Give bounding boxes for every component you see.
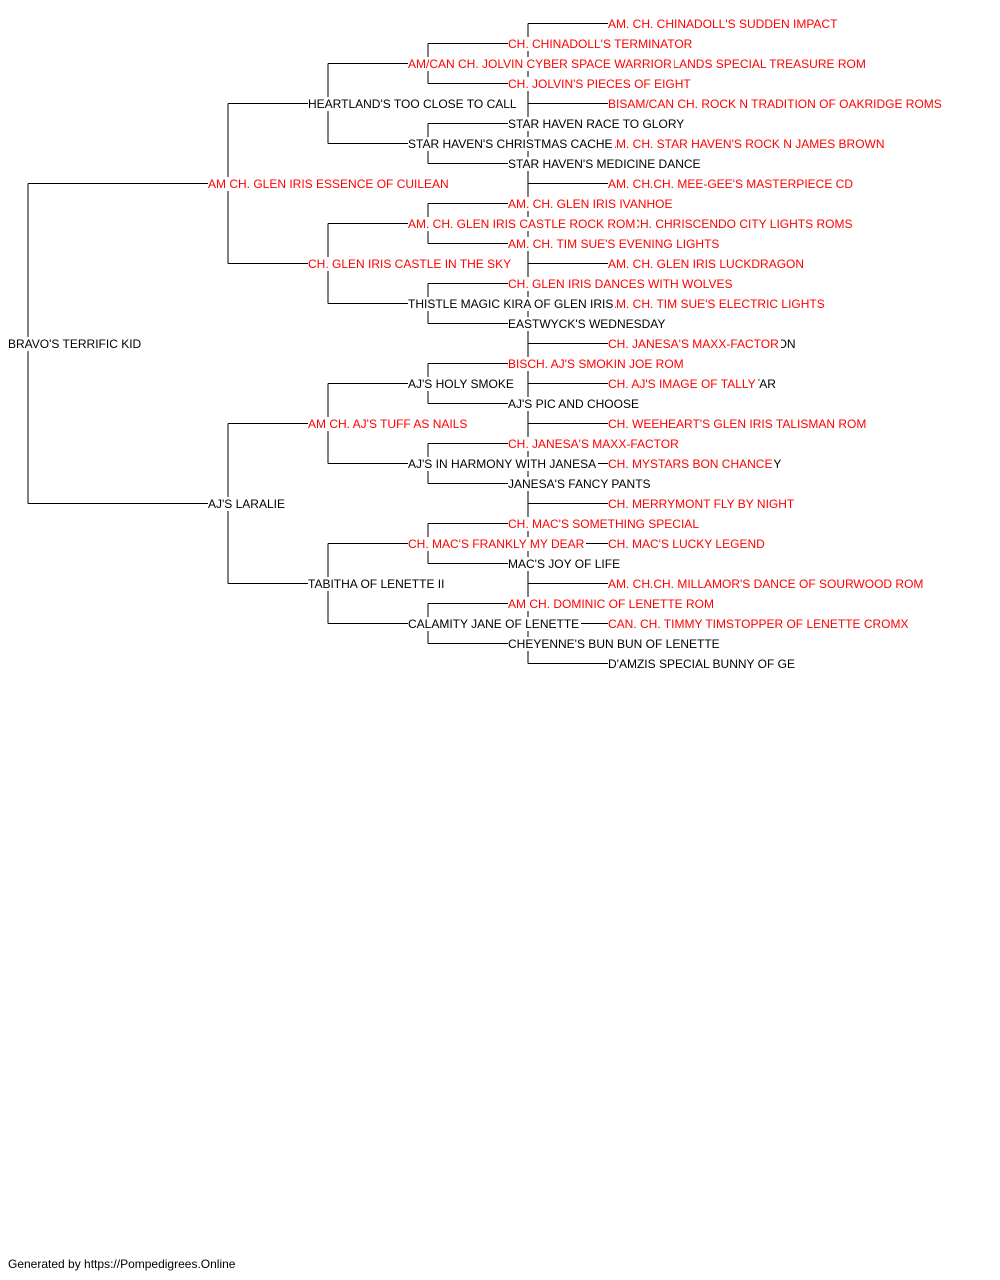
pedigree-entry: CALAMITY JANE OF LENETTE (408, 616, 582, 631)
pedigree-entry: STAR HAVEN RACE TO GLORY (508, 116, 687, 131)
pedigree-entry: CHEYENNE'S BUN BUN OF LENETTE (508, 636, 722, 651)
pedigree-entry: CH. AJ'S IMAGE OF TALLY (608, 376, 758, 391)
pedigree-entry: CH. JOLVIN'S PIECES OF EIGHT (508, 76, 693, 91)
pedigree-entry: THISTLE MAGIC KIRA OF GLEN IRIS (408, 296, 616, 311)
pedigree-entry: CH. WEEHEART'S GLEN IRIS TALISMAN ROM (608, 416, 869, 431)
pedigree-entry: AJ'S HOLY SMOKE (408, 376, 516, 391)
pedigree-entry: STAR HAVEN'S CHRISTMAS CACHE (408, 136, 615, 151)
pedigree-entry: AM. CH. GLEN IRIS CASTLE ROCK ROM (408, 216, 638, 231)
pedigree-entry: CAN. CH. TIMMY TIMSTOPPER OF LENETTE CRO… (608, 616, 911, 631)
pedigree-entry: CH. MAC'S LUCKY LEGEND (608, 536, 767, 551)
pedigree-entry: HEARTLAND'S TOO CLOSE TO CALL (308, 96, 519, 111)
pedigree-entry: CH. JANESA'S MAXX-FACTOR (608, 336, 781, 351)
pedigree-entry: AM. CH. STAR HAVEN'S ROCK N JAMES BROWN (608, 136, 887, 151)
pedigree-entry: CH. MAC'S SOMETHING SPECIAL (508, 516, 701, 531)
pedigree-entry: AM. CH. TIM SUE'S EVENING LIGHTS (508, 236, 722, 251)
pedigree-entry: CH. JANESA'S MAXX-FACTOR (508, 436, 681, 451)
pedigree-entry: BISCH. AJ'S SMOKIN JOE ROM (508, 356, 686, 371)
pedigree-entry: AM CH. GLEN IRIS ESSENCE OF CUILEAN (208, 176, 451, 191)
pedigree-entry: D'AMZIS SPECIAL BUNNY OF GE (608, 656, 797, 671)
pedigree-entry: MAC'S JOY OF LIFE (508, 556, 623, 571)
pedigree-entry: TABITHA OF LENETTE II (308, 576, 447, 591)
pedigree-entry: CH. MAC'S FRANKLY MY DEAR (408, 536, 587, 551)
generated-by-footer: Generated by https://Pompedigrees.Online (8, 1257, 236, 1271)
pedigree-entry: AM CH. AJ'S TUFF AS NAILS (308, 416, 470, 431)
pedigree-entry: CH. CHINADOLL'S TERMINATOR (508, 36, 695, 51)
pedigree-entry: AM. CH.CH. MILLAMOR'S DANCE OF SOURWOOD … (608, 576, 926, 591)
pedigree-entry: CH. GLEN IRIS CASTLE IN THE SKY (308, 256, 514, 271)
pedigree-entry: EASTWYCK'S WEDNESDAY (508, 316, 668, 331)
pedigree-entry: AJ'S IN HARMONY WITH JANESA (408, 456, 599, 471)
pedigree-entry: AM CH. DOMINIC OF LENETTE ROM (508, 596, 717, 611)
pedigree-entry: AJ'S LARALIE (208, 496, 287, 511)
pedigree-entry: AM. CH. CHINADOLL'S SUDDEN IMPACT (608, 16, 840, 31)
pedigree-entry: BRAVO'S TERRIFIC KID (8, 336, 144, 351)
pedigree-entry: STAR HAVEN'S MEDICINE DANCE (508, 156, 703, 171)
pedigree-entry: BISAM/CAN CH. ROCK N TRADITION OF OAKRID… (608, 96, 944, 111)
pedigree-entry: CH. MERRYMONT FLY BY NIGHT (608, 496, 797, 511)
pedigree-entry: AM. CH. GLEN IRIS IVANHOE (508, 196, 675, 211)
pedigree-entry: AM. CH.CH. MEE-GEE'S MASTERPIECE CD (608, 176, 855, 191)
pedigree-entry: AM/CAN CH. JOLVIN CYBER SPACE WARRIOR (408, 56, 674, 71)
pedigree-entry: AM. CH. TIM SUE'S ELECTRIC LIGHTS (608, 296, 827, 311)
pedigree-entry: JANESA'S FANCY PANTS (508, 476, 653, 491)
pedigree-entry: CH. GLEN IRIS DANCES WITH WOLVES (508, 276, 735, 291)
pedigree-entry: AM. CH. GLEN IRIS LUCKDRAGON (608, 256, 807, 271)
pedigree-entry: AJ'S PIC AND CHOOSE (508, 396, 641, 411)
pedigree-entry: CH. MYSTARS BON CHANCE (608, 456, 775, 471)
pedigree-entry: A/C CH. CHRISCENDO CITY LIGHTS ROMS (608, 216, 855, 231)
